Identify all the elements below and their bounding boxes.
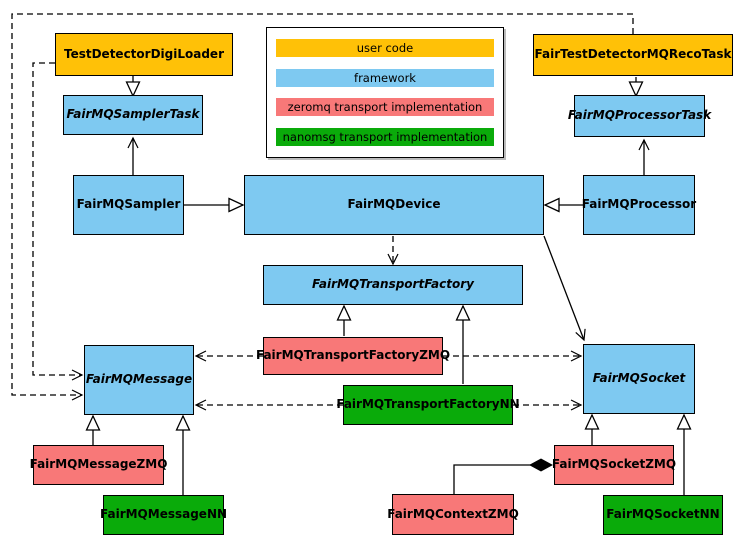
- class-box-fairmq-transport-factory-nn: FairMQTransportFactoryNN: [336, 385, 520, 425]
- class-label: FairMQSamplerTask: [66, 107, 200, 122]
- class-box-fairmq-socket: FairMQSocket: [583, 344, 695, 414]
- legend-item-user-code: user code: [276, 39, 494, 58]
- legend-label: user code: [356, 41, 414, 56]
- legend-item-nanomsg: nanomsg transport implementation: [276, 127, 494, 146]
- class-label: FairMQSampler: [76, 197, 181, 212]
- class-label: FairMQDevice: [347, 197, 441, 212]
- class-label: FairMQSocketZMQ: [551, 457, 677, 472]
- class-label: FairMQTransportFactoryZMQ: [255, 348, 451, 363]
- legend-label: nanomsg transport implementation: [282, 129, 488, 144]
- legend-box: user code framework zeromq transport imp…: [266, 27, 504, 158]
- class-box-fairmq-message: FairMQMessage: [84, 345, 194, 415]
- class-box-fairmq-processor: FairMQProcessor: [581, 175, 697, 235]
- class-box-fair-test-detector-mq-reco-task: FairTestDetectorMQRecoTask: [533, 34, 733, 76]
- class-box-fairmq-transport-factory: FairMQTransportFactory: [263, 265, 523, 305]
- class-box-fairmq-message-nn: FairMQMessageNN: [99, 495, 228, 535]
- edge-recotask-message: [11, 13, 634, 401]
- class-label: FairMQContextZMQ: [387, 506, 519, 521]
- class-label: FairMQMessageNN: [99, 507, 228, 522]
- class-label: FairMQTransportFactoryNN: [336, 397, 520, 412]
- class-box-fairmq-message-zmq: FairMQMessageZMQ: [30, 445, 167, 485]
- class-box-fairmq-processor-task: FairMQProcessorTask: [568, 95, 711, 137]
- legend-item-zeromq: zeromq transport implementation: [276, 98, 494, 117]
- composition-diamond: [529, 458, 553, 472]
- class-label: FairMQProcessorTask: [567, 108, 712, 123]
- legend-label: zeromq transport implementation: [287, 100, 483, 115]
- class-box-fairmq-context-zmq: FairMQContextZMQ: [387, 494, 519, 535]
- class-box-test-detector-digi-loader: TestDetectorDigiLoader: [55, 33, 233, 76]
- class-label: FairMQSocketNN: [606, 507, 720, 522]
- edge-device-socket: [543, 235, 586, 342]
- class-label: FairMQTransportFactory: [312, 277, 474, 292]
- class-label: FairMQMessageZMQ: [29, 457, 168, 472]
- class-box-fairmq-socket-zmq: FairMQSocketZMQ: [551, 445, 677, 485]
- class-box-fairmq-sampler: FairMQSampler: [73, 175, 184, 235]
- class-box-fairmq-device: FairMQDevice: [244, 175, 544, 235]
- class-label: TestDetectorDigiLoader: [63, 46, 224, 61]
- legend-item-framework: framework: [276, 68, 494, 87]
- class-label: FairMQMessage: [85, 372, 193, 387]
- class-box-fairmq-sampler-task: FairMQSamplerTask: [63, 95, 203, 135]
- class-label: FairMQSocket: [592, 371, 686, 386]
- legend-label: framework: [354, 70, 416, 85]
- edge-digiloader-message: [32, 62, 84, 381]
- class-label: FairTestDetectorMQRecoTask: [534, 47, 732, 62]
- edge-socketzmq-contextzmq: [453, 464, 531, 494]
- class-box-fairmq-transport-factory-zmq: FairMQTransportFactoryZMQ: [256, 337, 450, 375]
- class-box-fairmq-socket-nn: FairMQSocketNN: [603, 495, 723, 535]
- class-label: FairMQProcessor: [581, 197, 697, 212]
